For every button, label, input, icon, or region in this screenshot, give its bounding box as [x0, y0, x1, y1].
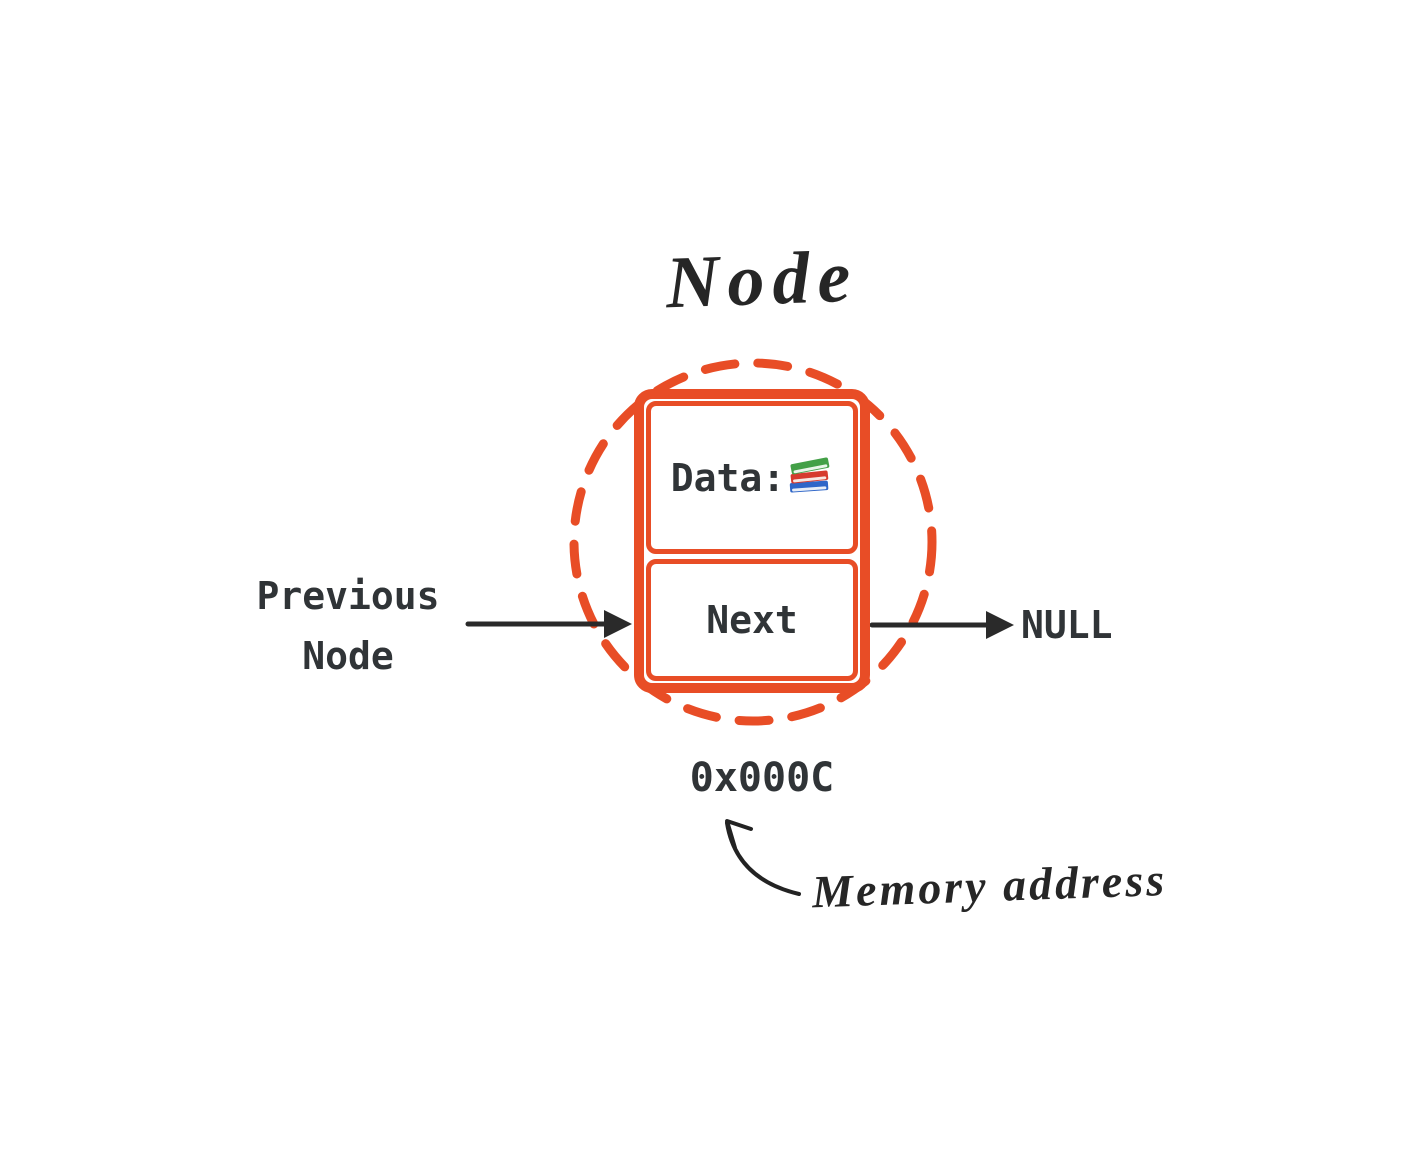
data-cell: Data: [646, 401, 858, 554]
node-boundary-circle [569, 358, 937, 726]
memory-address-annotation-arrow [725, 819, 801, 896]
memory-address-value: 0x000C [689, 755, 835, 801]
next-to-null-arrow [869, 611, 1014, 639]
previous-node-label: Previous Node [256, 574, 440, 678]
previous-node-arrow [465, 610, 632, 638]
null-label: NULL [1021, 603, 1113, 647]
node-box: Data: [634, 389, 870, 693]
diagram-title: Node [664, 235, 860, 325]
next-cell-label: Next [706, 598, 798, 642]
books-emoji-icon [789, 457, 830, 493]
data-cell-label: Data: [670, 455, 786, 500]
next-cell: Next [646, 559, 858, 681]
